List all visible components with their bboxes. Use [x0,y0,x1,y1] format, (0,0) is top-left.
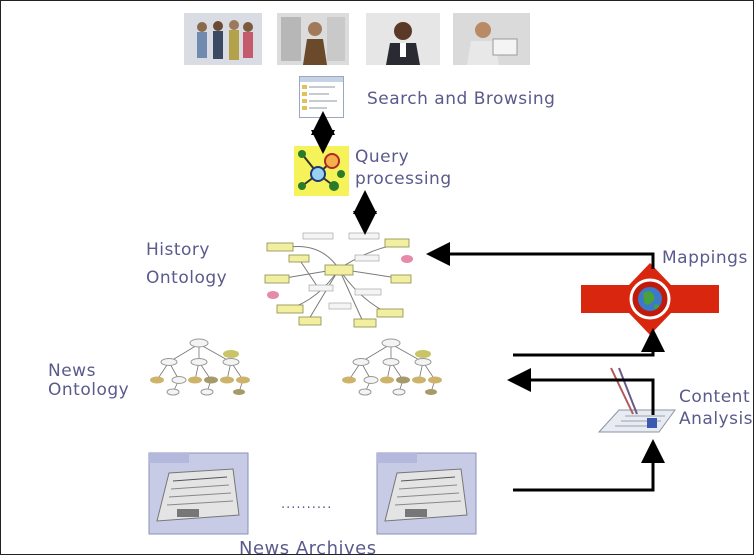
content-analysis-icon [593,366,679,436]
history-label-line1: History [146,240,210,260]
scholar-photo [277,13,349,65]
reader-photo [453,13,530,65]
businessman-photo [366,13,440,65]
news-ontology-tree-left [149,336,251,398]
ellipsis-separator: .......... [281,497,333,512]
arrow-news-to-mappings [513,328,665,357]
query-label-line2: processing [355,169,452,189]
content-analysis-label-line2: Analysis [679,409,754,429]
search-browsing-label: Search and Browsing [367,89,556,109]
history-ontology-graph [259,229,414,329]
arrow-content-to-news [507,368,655,415]
news-ontology-tree-right [341,336,443,398]
content-analysis-label-line1: Content [679,387,751,407]
mappings-label: Mappings [662,248,748,268]
news-archive-folder-right [375,451,478,536]
news-ontology-label-line1: News [48,361,96,381]
arrow-archives-to-content [513,439,665,492]
mappings-badge-icon [581,263,719,335]
news-ontology-label-line2: Ontology [48,380,130,400]
users-group-photo [184,13,262,65]
news-archives-label: News Archives [239,538,377,555]
news-archive-folder-left [147,451,250,536]
query-label-line1: Query [355,147,410,167]
query-graph-icon [294,146,349,196]
history-label-line2: Ontology [146,268,228,288]
arrow-mappings-to-history [426,242,655,269]
